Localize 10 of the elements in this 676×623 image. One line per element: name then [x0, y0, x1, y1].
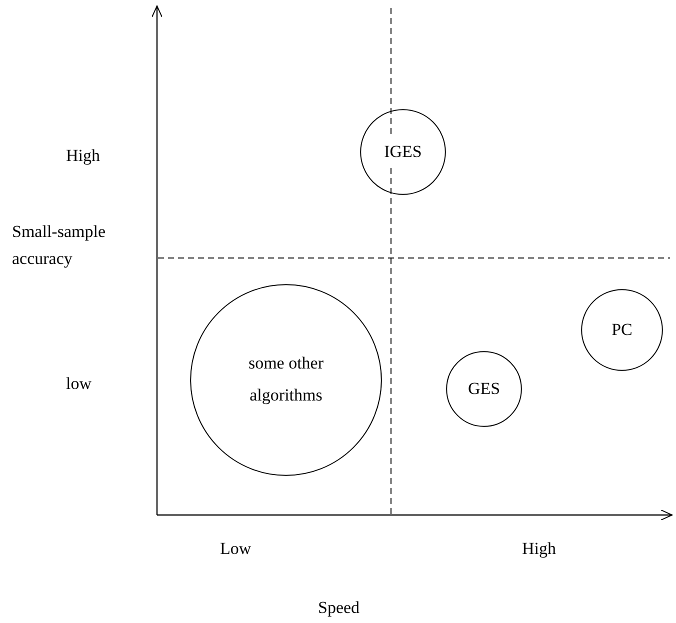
- y-tick-label: High: [66, 145, 100, 167]
- circle-node: [190, 284, 382, 476]
- y-tick-label: low: [66, 373, 92, 395]
- x-axis-title: Speed: [318, 597, 360, 619]
- y-axis-title: Small-sample accuracy: [12, 221, 106, 270]
- circle-node: [581, 289, 663, 371]
- circle-node: [446, 351, 522, 427]
- circle-node: [360, 109, 446, 195]
- x-tick-label: Low: [220, 538, 252, 560]
- x-tick-label: High: [522, 538, 556, 560]
